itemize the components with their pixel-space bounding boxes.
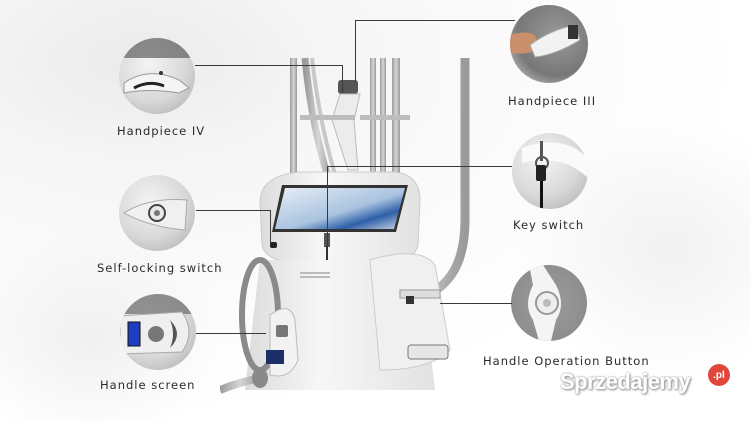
- handle-operation-button-thumbnail: [511, 265, 587, 341]
- connector-line: [327, 166, 328, 246]
- handpiece-iv-label: Handpiece IV: [117, 124, 206, 138]
- connector-line: [342, 65, 343, 93]
- connector-line: [327, 166, 512, 167]
- key-switch-thumbnail: [512, 133, 588, 209]
- connector-line: [270, 210, 271, 243]
- connector-line: [195, 65, 342, 66]
- handpiece-iv-thumbnail: [119, 38, 195, 114]
- connector-line: [196, 210, 270, 211]
- connector-line: [355, 20, 515, 21]
- handle-screen-label: Handle screen: [100, 378, 196, 392]
- handpiece-iii-label: Handpiece III: [508, 94, 597, 108]
- handle-operation-button-label: Handle Operation Button: [483, 354, 650, 368]
- watermark-text: Sprzedajemy: [560, 369, 691, 394]
- key-switch-label: Key switch: [513, 218, 585, 232]
- self-locking-switch-label: Self-locking switch: [97, 261, 223, 275]
- connector-line: [355, 20, 356, 82]
- watermark-badge: .pl: [708, 364, 730, 386]
- handpiece-iii-thumbnail: [510, 5, 588, 83]
- machine-illustration: [220, 57, 470, 394]
- handle-screen-thumbnail: [120, 294, 196, 370]
- self-locking-switch-thumbnail: [119, 175, 195, 251]
- connector-line: [196, 333, 266, 334]
- connector-line: [440, 303, 512, 304]
